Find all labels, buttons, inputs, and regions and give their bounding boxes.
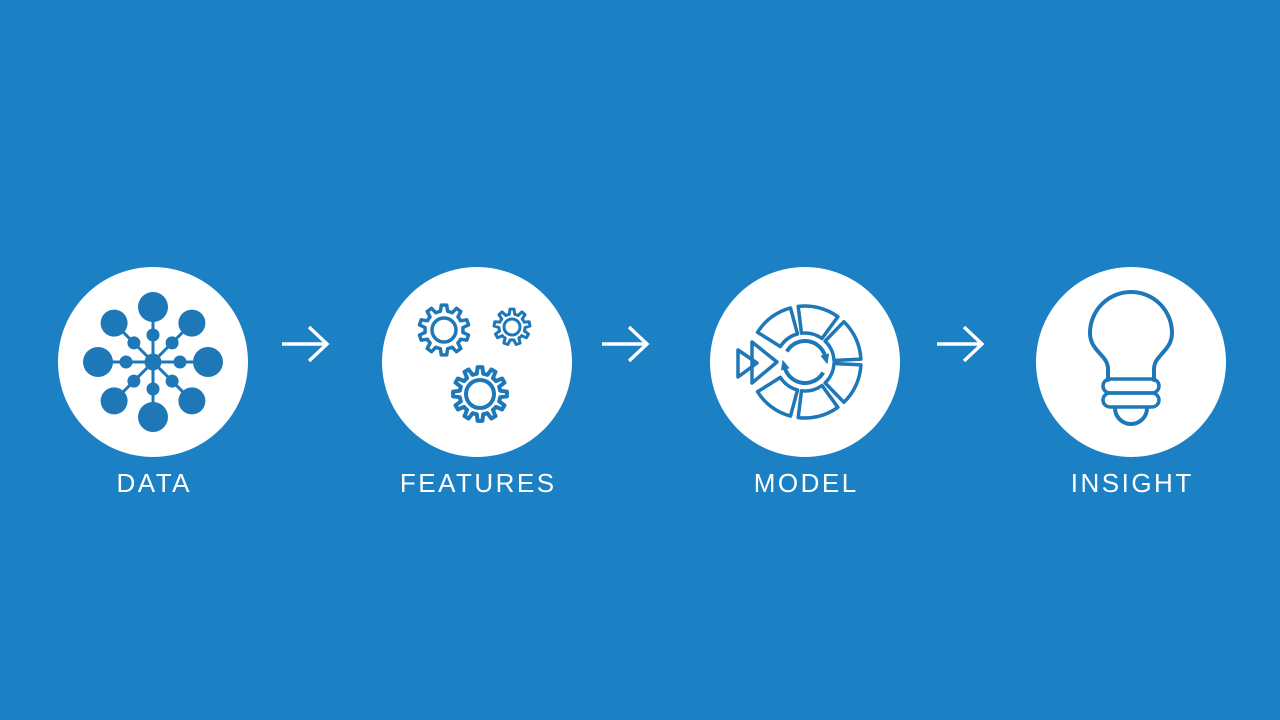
step-label-insight: INSIGHT — [1070, 468, 1194, 498]
data-circle — [58, 267, 248, 457]
step-label-features: FEATURES — [399, 468, 557, 498]
step-label-model: MODEL — [753, 468, 859, 498]
arrow-right-icon — [602, 325, 650, 363]
features-circle — [382, 267, 572, 457]
step-features: FEATURES — [382, 267, 572, 499]
model-circle — [710, 267, 900, 457]
step-label-data: DATA — [116, 468, 192, 498]
model-cycle-icon — [736, 304, 863, 420]
step-insight: INSIGHT — [1036, 267, 1226, 499]
step-model: MODEL — [710, 267, 900, 499]
data-network-icon — [83, 292, 223, 432]
lightbulb-icon — [1087, 290, 1175, 426]
arrow-right-icon — [282, 325, 330, 363]
gears-icon — [417, 303, 532, 423]
arrow-right-icon — [937, 325, 985, 363]
insight-circle — [1036, 267, 1226, 457]
step-data: DATA — [58, 267, 248, 499]
